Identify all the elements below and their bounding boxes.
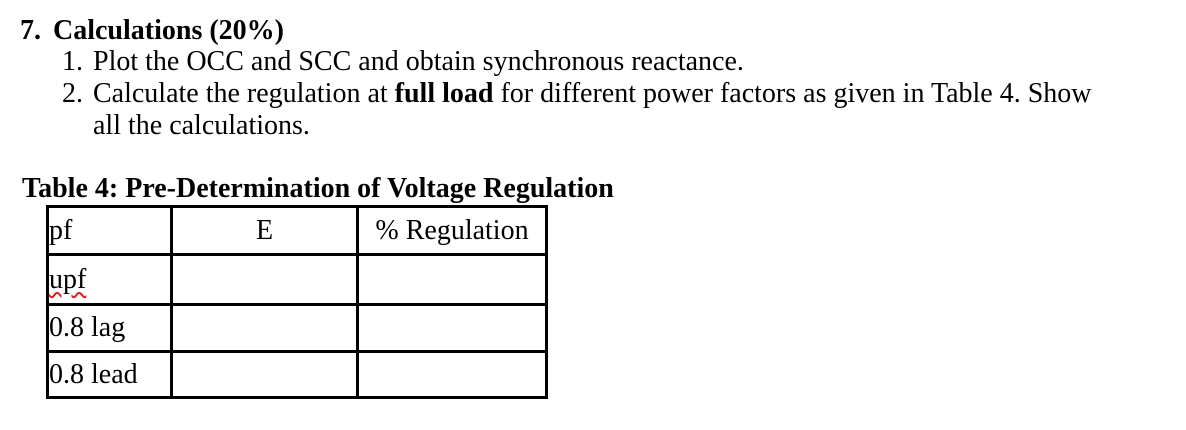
cell-regulation-08lag bbox=[356, 303, 548, 353]
header-cell-pf: pf bbox=[46, 205, 173, 256]
cell-e-08lag bbox=[170, 303, 359, 353]
cell-pf-upf: upf bbox=[46, 253, 173, 306]
header-cell-regulation: % Regulation bbox=[356, 205, 548, 256]
table-caption: Table 4: Pre-Determination of Voltage Re… bbox=[22, 173, 614, 204]
misspelled-word: upf bbox=[49, 263, 87, 295]
list-item-2-text: Calculate the regulation at full load fo… bbox=[93, 78, 1092, 110]
list-item-2-text-start: Calculate the regulation at bbox=[93, 78, 395, 109]
list-item-1-number: 1. bbox=[62, 46, 83, 77]
table-row-upf: upf bbox=[46, 253, 548, 306]
cell-regulation-upf bbox=[356, 253, 548, 306]
voltage-regulation-table: pf E % Regulation upf 0.8 lag 0.8 lead bbox=[46, 205, 548, 399]
list-item-2-bold-phrase: full load bbox=[394, 78, 494, 109]
list-item-2-number: 2. bbox=[62, 78, 83, 109]
table-header-row: pf E % Regulation bbox=[46, 205, 548, 256]
list-item-2-continuation: all the calculations. bbox=[93, 110, 310, 141]
table-row-08lead: 0.8 lead bbox=[46, 350, 548, 399]
cell-e-08lead bbox=[170, 350, 359, 399]
cell-pf-08lag: 0.8 lag bbox=[46, 303, 173, 353]
table-row-08lag: 0.8 lag bbox=[46, 303, 548, 353]
list-item-2-text-end: for different power factors as given in … bbox=[493, 78, 1092, 109]
cell-regulation-08lead bbox=[356, 350, 548, 399]
section-heading: Calculations (20%) bbox=[53, 15, 284, 46]
header-cell-e: E bbox=[170, 205, 359, 256]
cell-e-upf bbox=[170, 253, 359, 306]
list-item-1-text: Plot the OCC and SCC and obtain synchron… bbox=[93, 46, 744, 77]
cell-pf-08lead: 0.8 lead bbox=[46, 350, 173, 399]
section-number: 7. bbox=[20, 15, 41, 46]
